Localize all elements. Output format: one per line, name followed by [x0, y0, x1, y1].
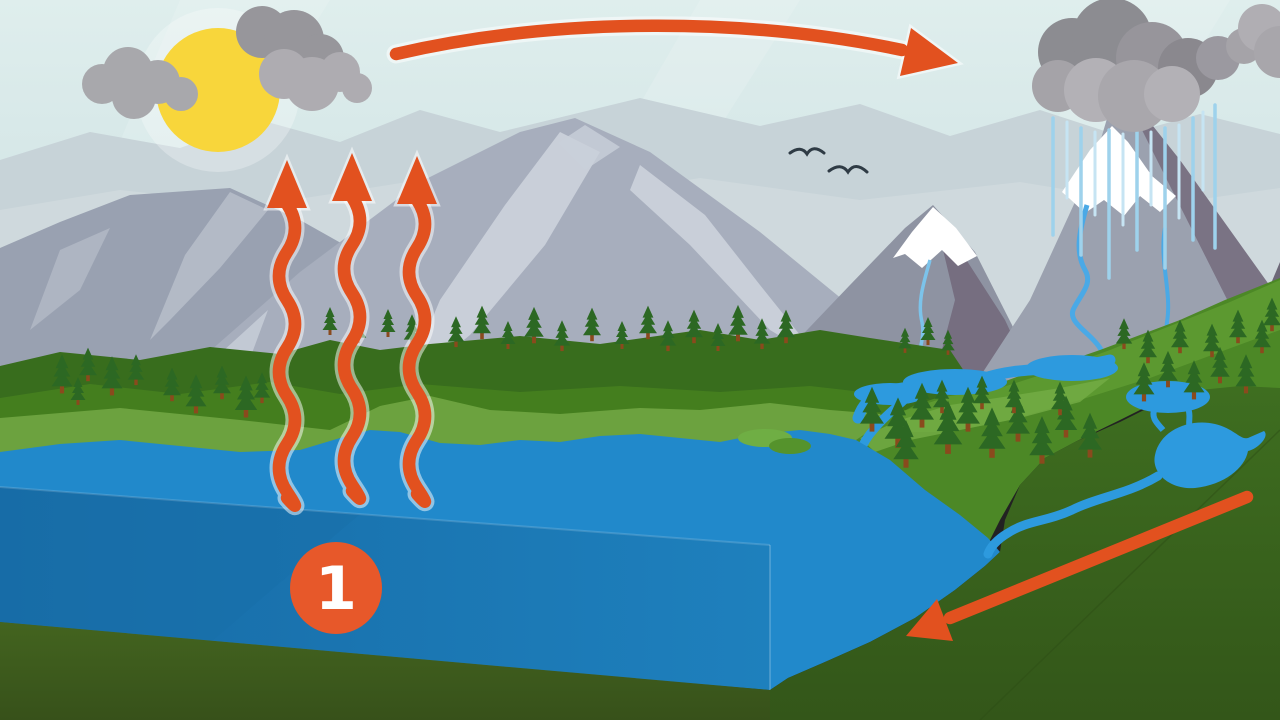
- runoff-slope: [770, 381, 1280, 720]
- island: [738, 429, 811, 454]
- runoff-arrow-icon: [906, 490, 1254, 641]
- vapor-transport-arrow-icon: [386, 16, 964, 80]
- snowcap-small-icon: [893, 207, 977, 268]
- snowcap-icon: [1062, 126, 1176, 216]
- sun-icon: [156, 28, 280, 152]
- step-badge-number: 1: [315, 554, 357, 624]
- cloud-right-icon: [236, 6, 372, 111]
- birds-icon: [788, 147, 869, 175]
- rain-streaks: [1051, 103, 1217, 280]
- sun-group: [82, 6, 372, 172]
- ground-base: [0, 622, 790, 720]
- step-badge[interactable]: 1: [290, 542, 382, 634]
- cloud-left-icon: [82, 47, 198, 119]
- rain-cloud-icon: [1032, 0, 1280, 132]
